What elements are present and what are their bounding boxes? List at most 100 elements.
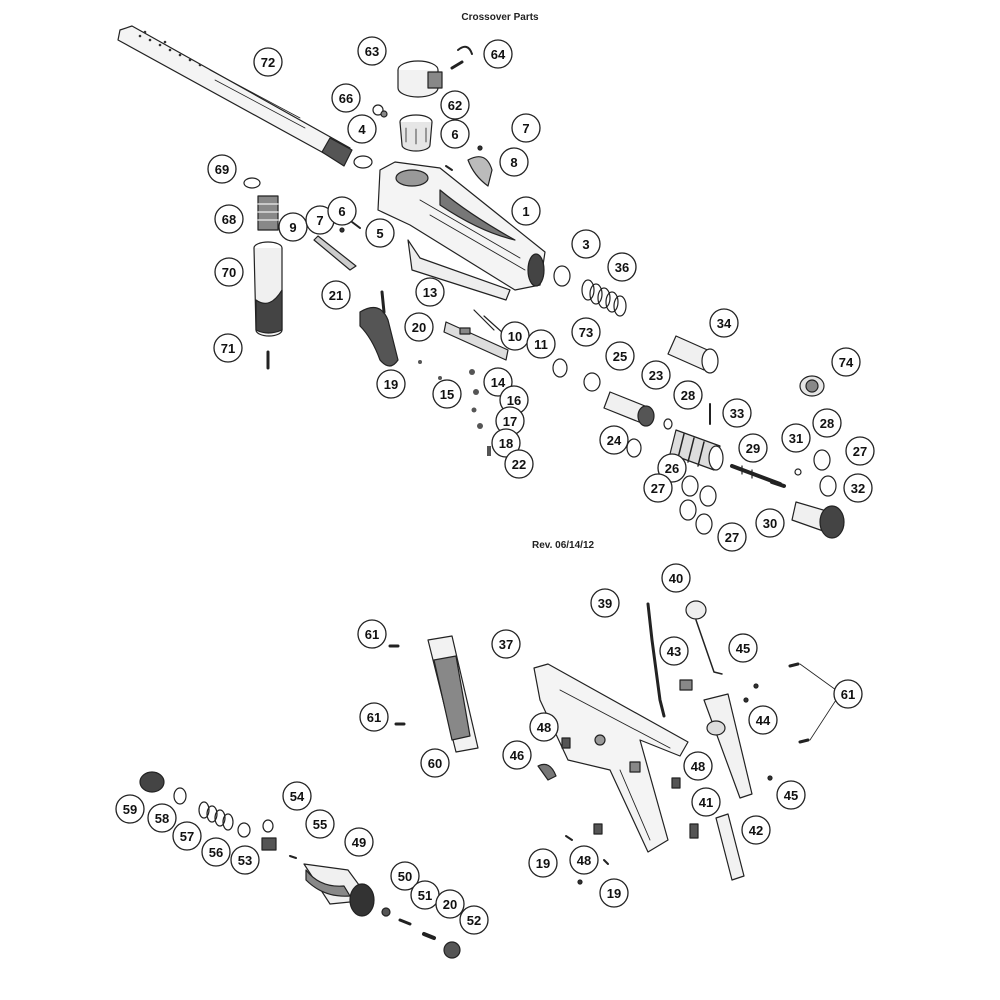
- callout-circle: [709, 308, 739, 338]
- callout-number: 14: [491, 375, 506, 390]
- callout-number: 7: [522, 121, 529, 136]
- callout-61: 61: [357, 619, 387, 649]
- callout-34: 34: [709, 308, 739, 338]
- part-bolt: [603, 391, 655, 427]
- callout-number: 74: [839, 355, 854, 370]
- callout-64: 64: [483, 39, 513, 69]
- callout-number: 58: [155, 811, 169, 826]
- callout-40: 40: [661, 563, 691, 593]
- callout-circle: [571, 229, 601, 259]
- callout-circle: [483, 39, 513, 69]
- callout-number: 27: [725, 530, 739, 545]
- callout-number: 66: [339, 91, 353, 106]
- callout-circle: [781, 423, 811, 453]
- callout-number: 20: [412, 320, 426, 335]
- part-small-screws: [418, 360, 491, 456]
- callout-circle: [357, 36, 387, 66]
- callout-number: 49: [352, 835, 366, 850]
- callout-number: 44: [756, 713, 771, 728]
- callout-57: 57: [172, 821, 202, 851]
- callout-7: 7: [511, 113, 541, 143]
- part-detent-8: [467, 156, 493, 187]
- callout-5: 5: [365, 218, 395, 248]
- part-vertical-adapter: [257, 195, 279, 231]
- callout-43: 43: [659, 636, 689, 666]
- callout-number: 69: [215, 162, 229, 177]
- callout-number: 9: [289, 220, 296, 235]
- callout-63: 63: [357, 36, 387, 66]
- callout-number: 54: [290, 789, 305, 804]
- callout-27: 27: [717, 522, 747, 552]
- part-grip-panel: [427, 635, 479, 753]
- callout-circle: [776, 780, 806, 810]
- callout-number: 8: [510, 155, 517, 170]
- callout-66: 66: [331, 83, 361, 113]
- part-41: [689, 823, 699, 839]
- callout-circle: [359, 702, 389, 732]
- part-oring-4: [353, 155, 373, 169]
- callout-number: 33: [730, 406, 744, 421]
- callout-number: 28: [820, 416, 834, 431]
- callout-number: 21: [329, 288, 343, 303]
- part-trigger-frame-13: [443, 321, 509, 361]
- callout-27: 27: [643, 473, 673, 503]
- callout-number: 18: [499, 436, 513, 451]
- callout-number: 10: [508, 329, 522, 344]
- callout-circle: [230, 845, 260, 875]
- callout-circle: [347, 114, 377, 144]
- callout-number: 36: [615, 260, 629, 275]
- callout-61: 61: [833, 679, 863, 709]
- part-clamp-screw: [450, 45, 473, 70]
- callout-50: 50: [390, 861, 420, 891]
- callout-23: 23: [641, 360, 671, 390]
- part-main-spring: [581, 279, 627, 317]
- callout-circle: [683, 751, 713, 781]
- callout-number: 52: [467, 913, 481, 928]
- callout-56: 56: [201, 837, 231, 867]
- callout-number: 71: [221, 341, 235, 356]
- callout-15: 15: [432, 379, 462, 409]
- callout-68: 68: [214, 204, 244, 234]
- callout-number: 16: [507, 393, 521, 408]
- callout-number: 72: [261, 55, 275, 70]
- callout-49: 49: [344, 827, 374, 857]
- callout-number: 19: [536, 856, 550, 871]
- part-53: [261, 837, 277, 851]
- callout-number: 20: [443, 897, 457, 912]
- callout-circle: [504, 449, 534, 479]
- callout-33: 33: [722, 398, 752, 428]
- part-wire-39: [646, 602, 666, 718]
- callout-circle: [738, 433, 768, 463]
- callout-circle: [440, 90, 470, 120]
- callout-20: 20: [435, 889, 465, 919]
- callout-72: 72: [253, 47, 283, 77]
- callout-19: 19: [599, 878, 629, 908]
- callout-45: 45: [728, 633, 758, 663]
- callout-circle: [722, 398, 752, 428]
- callout-circle: [845, 436, 875, 466]
- callout-circle: [831, 347, 861, 377]
- part-58: [173, 787, 187, 805]
- callout-circle: [305, 809, 335, 839]
- part-sear-9: [313, 235, 357, 271]
- callout-number: 5: [376, 226, 383, 241]
- callout-circle: [344, 827, 374, 857]
- callout-10: 10: [500, 321, 530, 351]
- callout-circle: [571, 317, 601, 347]
- callout-number: 24: [607, 433, 622, 448]
- callout-circle: [661, 563, 691, 593]
- callout-4: 4: [347, 114, 377, 144]
- callout-number: 27: [651, 481, 665, 496]
- callout-22: 22: [504, 449, 534, 479]
- part-oring-73: [552, 358, 568, 378]
- callout-8: 8: [499, 147, 529, 177]
- part-59: [139, 771, 165, 793]
- callout-circle: [253, 47, 283, 77]
- part-55: [289, 855, 297, 859]
- callout-circle: [440, 119, 470, 149]
- callout-44: 44: [748, 705, 778, 735]
- callout-circle: [282, 781, 312, 811]
- callout-number: 28: [681, 388, 695, 403]
- part-46: [537, 763, 557, 781]
